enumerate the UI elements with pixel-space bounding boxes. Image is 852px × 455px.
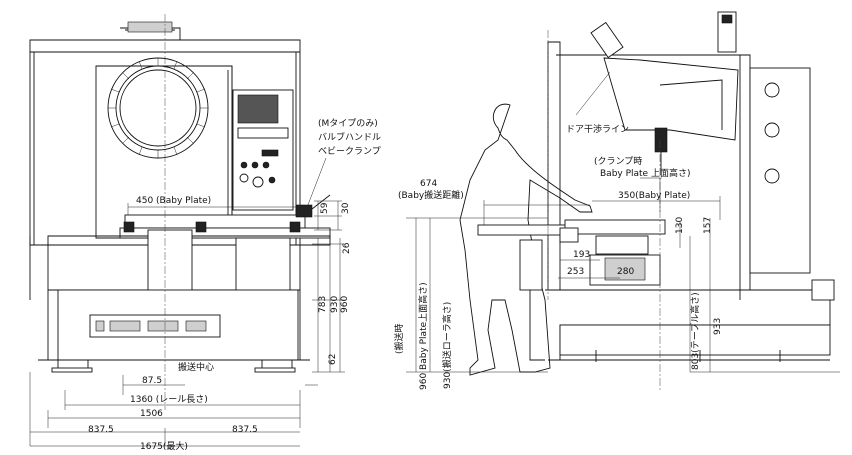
dim-253: 253	[567, 267, 584, 277]
front-callout-line3: ベビークランプ	[318, 146, 381, 157]
transfer-center-label: 搬送中心	[178, 361, 214, 373]
dim-280: 280	[617, 267, 634, 277]
clamp-label-2: Baby Plate 上面高さ)	[600, 167, 690, 179]
dim-157: 157	[703, 217, 713, 234]
dim-1675-max: 1675(最大)	[140, 440, 188, 452]
dim-837-5-left: 837.5	[88, 425, 114, 435]
dim-30-front: 30	[341, 202, 351, 214]
dim-837-5-right: 837.5	[232, 425, 258, 435]
dim-350-baby-plate: 350(Baby Plate)	[618, 191, 690, 201]
dim-193: 193	[573, 250, 590, 260]
dim-674: 674	[420, 179, 437, 189]
front-callout-line2: バルブハンドル	[318, 131, 381, 143]
dim-1360-rail: 1360 (レール長さ)	[130, 394, 208, 405]
front-callout-line1: (Mタイプのみ)	[318, 118, 378, 129]
dim-930-front: 930	[330, 296, 340, 313]
dim-960-front: 960	[340, 296, 350, 313]
dim-26: 26	[342, 242, 352, 254]
control-screen	[237, 94, 279, 124]
front-view: (Mタイプのみ) バルブハンドル ベビークランプ 450 (Baby Plate…	[29, 14, 381, 452]
dim-130: 130	[675, 217, 685, 234]
dim-62: 62	[328, 354, 338, 365]
dim-1506: 1506	[140, 409, 163, 419]
dim-59: 59	[320, 202, 330, 214]
dim-930-roller-height: 930(搬送ローラ高さ)	[441, 302, 453, 389]
transfer-label: (搬送時	[393, 323, 405, 354]
operator-figure	[459, 103, 593, 376]
dim-933: 933	[713, 318, 723, 335]
dim-baby-plate-450: 450 (Baby Plate)	[136, 196, 211, 206]
dim-803-table-height: 803(テーブル高さ)	[689, 292, 701, 370]
dim-783: 783	[318, 296, 328, 313]
clamp-label-1: (クランプ時	[594, 156, 642, 167]
transfer-distance-label: (Baby搬送距離)	[398, 189, 464, 201]
dim-960-baby-plate-height: 960 Baby Plate上面高さ)	[417, 282, 429, 390]
side-view: ドア干渉ライン (クランプ時 Baby Plate 上面高さ) 674 (Bab…	[393, 11, 840, 390]
dim-87-5: 87.5	[142, 376, 162, 386]
door-line-label: ドア干渉ライン	[566, 123, 629, 135]
